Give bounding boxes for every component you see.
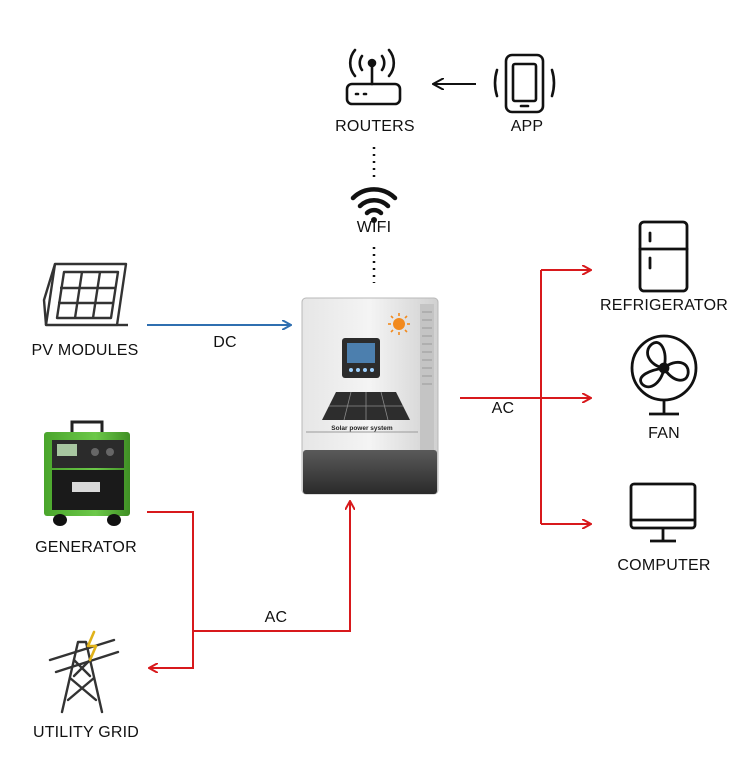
refrigerator-icon [638,220,689,293]
solar-inverter-image: Solar power system [301,297,439,495]
computer-monitor-icon [629,482,697,543]
router-icon [345,48,402,106]
generator-image [44,420,130,526]
transmission-tower-icon [48,630,120,714]
fan-icon [630,334,698,416]
solar-panel-icon [42,262,128,327]
inverter-panel-text: Solar power system [331,425,393,432]
wifi-icon [350,187,398,223]
fan-label: FAN [648,425,680,442]
generator-label: GENERATOR [35,539,137,556]
ac-output-lines [460,270,590,524]
smartphone-icon [493,53,556,114]
routers-label: ROUTERS [335,118,415,135]
app-label: APP [510,118,544,135]
computer-label: COMPUTER [617,557,711,574]
wifi-label: WIFI [356,219,392,236]
dc-edge-label: DC [213,334,237,351]
refrigerator-label: REFRIGERATOR [599,297,729,314]
pv-modules-label: PV MODULES [31,342,139,359]
utility-grid-label: UTILITY GRID [32,724,140,741]
ac-input-edge-label: AC [264,609,288,626]
ac-output-edge-label: AC [491,400,515,417]
ac-input-lines [147,502,350,668]
